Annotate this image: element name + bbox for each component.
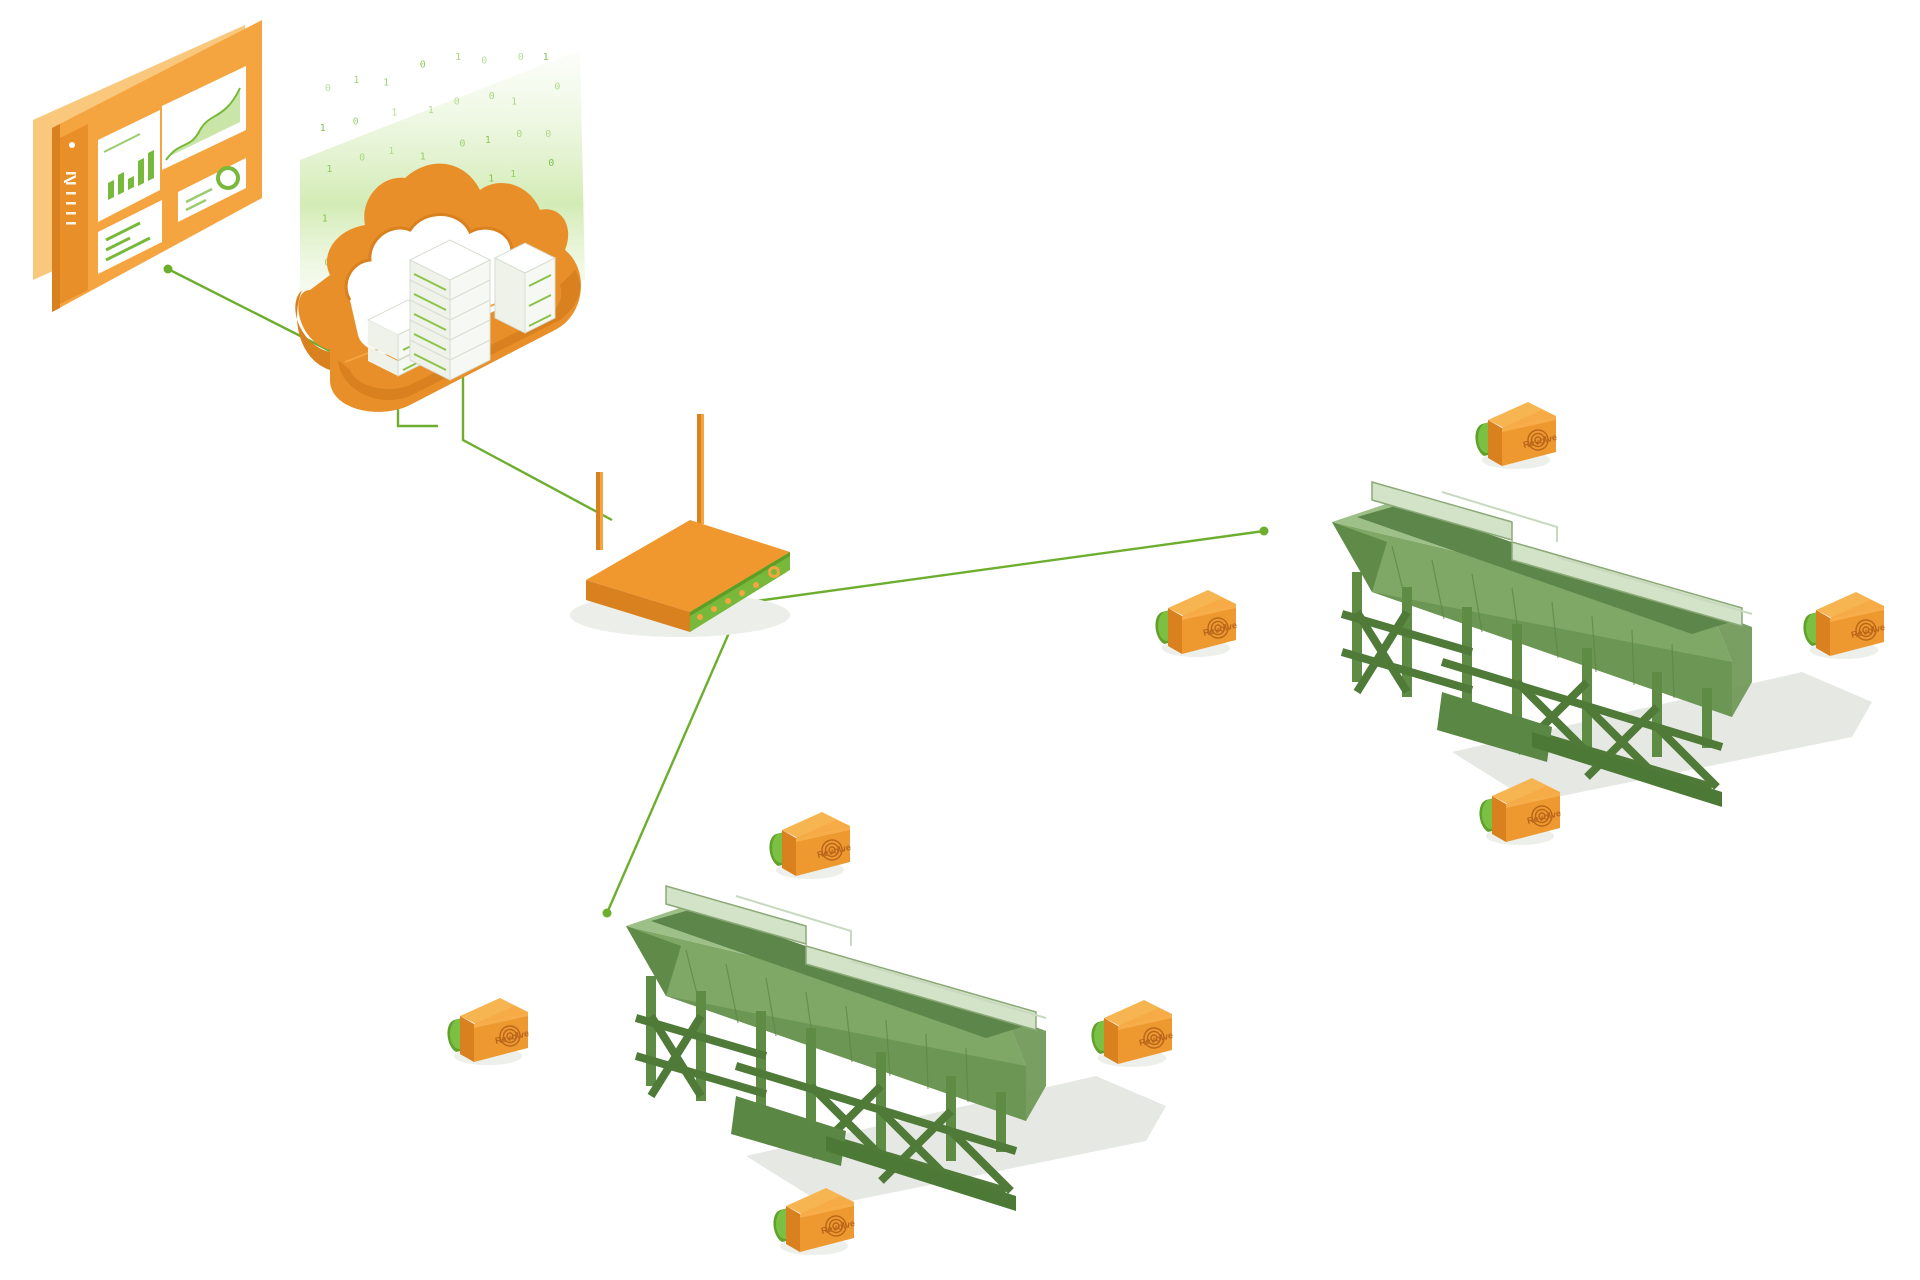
vibration-sensor-icon: Revolve (772, 1187, 856, 1256)
binary-digit: 0 (554, 81, 560, 92)
binary-digit: 0 (459, 139, 465, 150)
screen-machine-2 (626, 886, 1166, 1211)
binary-digit: 1 (391, 108, 397, 119)
binary-digit: 0 (545, 129, 551, 140)
vibration-sensor-icon: Revolve (1802, 591, 1886, 660)
vibration-sensor-icon: Revolve (768, 811, 852, 880)
vibration-sensor-icon: Revolve (1154, 589, 1238, 658)
link-endpoints (163, 264, 1269, 918)
binary-digit: 1 (488, 173, 494, 184)
binary-digit: 1 (320, 123, 326, 134)
binary-digit: 1 (511, 97, 517, 108)
link-cloud-router (461, 372, 613, 522)
vibration-sensor-icon: Revolve (1474, 401, 1558, 470)
sensor-group-machine-2: Revolve Revolve Revolve Revolve (446, 811, 1174, 1256)
binary-digit: 1 (322, 213, 328, 224)
binary-digit: 1 (383, 78, 389, 89)
binary-digit: 0 (353, 116, 359, 127)
binary-digit: 1 (543, 52, 549, 63)
binary-digit: 0 (548, 158, 554, 169)
vibration-sensor-icon: Revolve (1478, 777, 1562, 846)
binary-digit: 0 (420, 60, 426, 71)
binary-digit: 0 (481, 55, 487, 66)
binary-digit: 1 (510, 169, 516, 180)
binary-digit: 0 (516, 129, 522, 140)
binary-digit: 1 (455, 52, 461, 63)
link-router-machine-2 (605, 602, 744, 914)
wireless-router-icon (570, 414, 790, 637)
binary-digit: 1 (420, 152, 426, 163)
sensor-group-machine-1: Revolve Revolve Revolve Revolve (1154, 401, 1886, 846)
vibration-sensor-icon: Revolve (1090, 999, 1174, 1068)
binary-digit: 0 (325, 83, 331, 94)
binary-digit: 1 (428, 105, 434, 116)
cloud-server-icon: 0110100110110010101101001101011001101001 (295, 50, 585, 412)
link-router-machine-1 (741, 529, 1265, 605)
binary-digit: 1 (485, 135, 491, 146)
binary-digit: 0 (359, 153, 365, 164)
binary-digit: 0 (454, 97, 460, 108)
binary-digit: 0 (518, 52, 524, 63)
vibration-sensor-icon: Revolve (446, 997, 530, 1066)
binary-digit: 1 (326, 164, 332, 175)
binary-digit: 1 (353, 75, 359, 86)
screen-machine-1 (1332, 482, 1872, 807)
binary-digit: 0 (489, 91, 495, 102)
dashboard-monitor-icon (33, 20, 262, 312)
binary-digit: 1 (388, 146, 394, 157)
